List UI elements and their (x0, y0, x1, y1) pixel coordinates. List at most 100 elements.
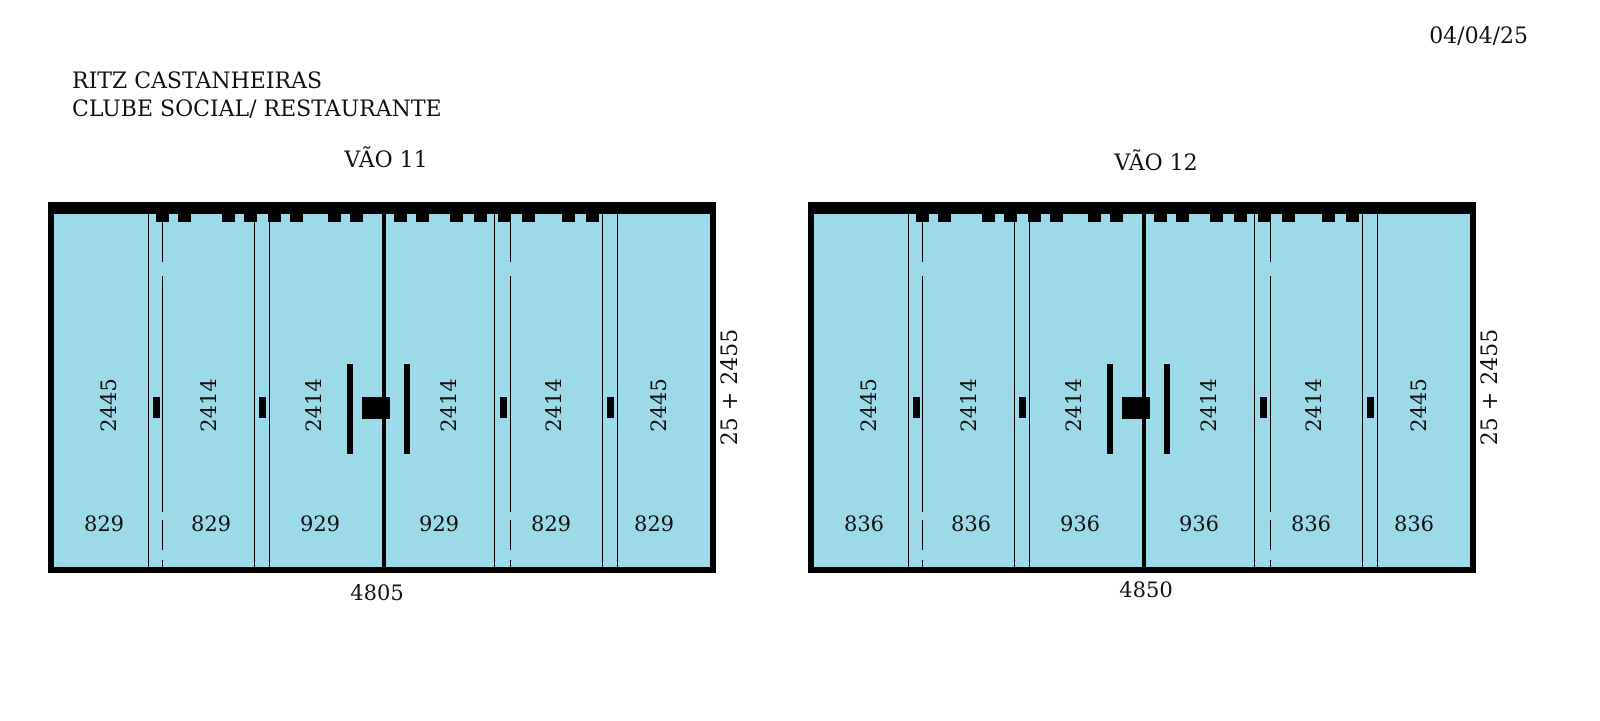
center-lock (1122, 397, 1150, 419)
panel-overlap-line (162, 276, 163, 512)
top-roller-block (156, 213, 169, 222)
panel-divider-line (1362, 214, 1363, 567)
panel-handle (259, 397, 266, 418)
panel-overlap-line (1270, 276, 1271, 512)
panel-divider-line (617, 214, 618, 567)
panel-height-label: 2445 (1407, 378, 1431, 432)
center-pull-bar (1107, 364, 1113, 454)
top-roller-block (290, 213, 303, 222)
panel-divider-line (1254, 214, 1255, 567)
panel-width-label: 829 (190, 512, 232, 536)
center-lock (362, 397, 390, 419)
panel-height-label: 2445 (97, 378, 121, 432)
panel-divider-line (269, 214, 270, 567)
panel-handle (1260, 397, 1267, 418)
panel-handle (1019, 397, 1026, 418)
panel-divider-line (602, 214, 603, 567)
panel-divider-line (1029, 214, 1030, 567)
panel-width-label: 836 (1290, 512, 1332, 536)
vao-11-center-mullion (382, 214, 386, 567)
panel-overlap-line (162, 520, 163, 550)
top-roller-block (498, 213, 511, 222)
panel-overlap-line (162, 560, 163, 567)
panel-divider-line (908, 214, 909, 567)
panel-height-label: 2414 (957, 378, 981, 432)
top-roller-block (268, 213, 281, 222)
panel-height-label: 2445 (857, 378, 881, 432)
top-roller-block (982, 213, 995, 222)
top-roller-block (1004, 213, 1017, 222)
top-roller-block (938, 213, 951, 222)
top-roller-block (1346, 213, 1359, 222)
panel-overlap-line (1270, 214, 1271, 262)
panel-handle (1367, 397, 1374, 418)
project-name: RITZ CASTANHEIRAS (72, 69, 323, 94)
panel-divider-line (254, 214, 255, 567)
top-roller-block (1282, 213, 1295, 222)
panel-divider-line (148, 214, 149, 567)
top-roller-block (1322, 213, 1335, 222)
vao-12-height-label: 25 + 2455 (1478, 328, 1503, 446)
vao-12-center-mullion (1142, 214, 1146, 567)
vao-12-width-label: 4850 (1119, 578, 1173, 602)
panel-handle (153, 397, 160, 418)
top-roller-block (562, 213, 575, 222)
panel-width-label: 836 (950, 512, 992, 536)
panel-height-label: 2445 (647, 378, 671, 432)
panel-height-label: 2414 (437, 378, 461, 432)
panel-height-label: 2414 (302, 378, 326, 432)
panel-overlap-line (1270, 520, 1271, 550)
panel-overlap-line (510, 520, 511, 550)
panel-height-label: 2414 (1062, 378, 1086, 432)
panel-overlap-line (922, 214, 923, 262)
panel-width-label: 829 (633, 512, 675, 536)
vao-12-title: VÃO 12 (1114, 151, 1198, 176)
top-roller-block (474, 213, 487, 222)
top-roller-block (1050, 213, 1063, 222)
panel-width-label: 936 (1059, 512, 1101, 536)
top-roller-block (522, 213, 535, 222)
vao-11-height-label: 25 + 2455 (718, 328, 743, 446)
panel-width-label: 929 (418, 512, 460, 536)
panel-height-label: 2414 (1197, 378, 1221, 432)
panel-overlap-line (162, 214, 163, 262)
panel-height-label: 2414 (1302, 378, 1326, 432)
top-roller-block (416, 213, 429, 222)
vao-11-width-label: 4805 (350, 581, 404, 605)
date-label: 04/04/25 (1429, 24, 1528, 49)
top-roller-block (1088, 213, 1101, 222)
panel-overlap-line (922, 560, 923, 567)
top-roller-block (1154, 213, 1167, 222)
top-roller-block (350, 213, 363, 222)
panel-width-label: 829 (530, 512, 572, 536)
panel-height-label: 2414 (197, 378, 221, 432)
panel-handle (913, 397, 920, 418)
panel-divider-line (1014, 214, 1015, 567)
panel-overlap-line (922, 276, 923, 512)
top-roller-block (1110, 213, 1123, 222)
panel-overlap-line (510, 214, 511, 262)
panel-width-label: 929 (299, 512, 341, 536)
top-roller-block (394, 213, 407, 222)
top-roller-block (222, 213, 235, 222)
panel-overlap-line (510, 276, 511, 512)
top-roller-block (244, 213, 257, 222)
panel-handle (607, 397, 614, 418)
top-roller-block (1258, 213, 1271, 222)
vao-11-title: VÃO 11 (344, 148, 428, 173)
panel-height-label: 2414 (542, 378, 566, 432)
center-pull-bar (347, 364, 353, 454)
project-header: RITZ CASTANHEIRAS CLUBE SOCIAL/ RESTAURA… (72, 68, 442, 124)
panel-handle (500, 397, 507, 418)
center-pull-bar (404, 364, 410, 454)
panel-width-label: 936 (1178, 512, 1220, 536)
panel-width-label: 836 (843, 512, 885, 536)
top-roller-block (586, 213, 599, 222)
top-roller-block (328, 213, 341, 222)
top-roller-block (1210, 213, 1223, 222)
top-roller-block (178, 213, 191, 222)
panel-divider-line (1377, 214, 1378, 567)
center-pull-bar (1164, 364, 1170, 454)
